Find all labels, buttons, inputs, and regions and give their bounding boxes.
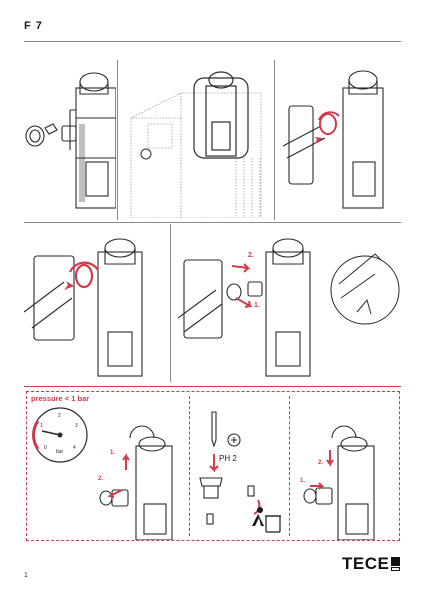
section-rule (24, 222, 401, 223)
pressure-check-frame (26, 391, 400, 541)
page-title: F 7 (24, 20, 43, 32)
section-rule-accent (24, 386, 401, 387)
gauge-tick: 1 (40, 423, 43, 429)
divider (117, 60, 118, 220)
gauge-tick: 4 (73, 445, 76, 451)
tece-logo: TECE (342, 554, 401, 574)
step-one-label: 1. (254, 302, 260, 309)
step-two-label: 2. (98, 476, 104, 482)
dashed-divider (289, 396, 290, 536)
step7-dispose-illustration (196, 408, 286, 540)
pressure-gauge: 0 1 2 3 4 bar (30, 405, 90, 465)
page-number: 1 (24, 572, 28, 579)
step-two-label: 2. (248, 252, 254, 259)
step-one-label: 1. (300, 478, 306, 484)
step1-valve-ring-illustration (24, 58, 116, 218)
divider (274, 60, 275, 220)
step-two-label: 2. (318, 460, 324, 466)
detail-zoom-illustration (327, 236, 401, 340)
dashed-divider (189, 396, 190, 536)
gauge-tick: 2 (58, 413, 61, 419)
step6-reduce-pressure-illustration: 1. 2. (96, 420, 188, 540)
step4-unscrew-illustration (24, 232, 162, 382)
divider (170, 224, 171, 382)
step2-cistern-illustration (126, 58, 272, 218)
screwdriver-size-label: PH 2 (219, 454, 237, 463)
header-rule (24, 41, 401, 42)
gauge-unit: bar (56, 449, 64, 455)
pressure-label: pressure < 1 bar (31, 394, 90, 403)
step3-remove-valve-illustration (283, 58, 400, 218)
step-one-label: 1. (110, 450, 116, 456)
step5-extract-valve-illustration: 2. 1. (178, 232, 323, 382)
step8-reinsert-illustration: 2. 1. (296, 420, 396, 540)
logo-text: TECE (342, 554, 390, 573)
gauge-tick: 0 (44, 445, 47, 451)
logo-mark-icon (391, 557, 401, 571)
gauge-tick: 3 (75, 423, 78, 429)
